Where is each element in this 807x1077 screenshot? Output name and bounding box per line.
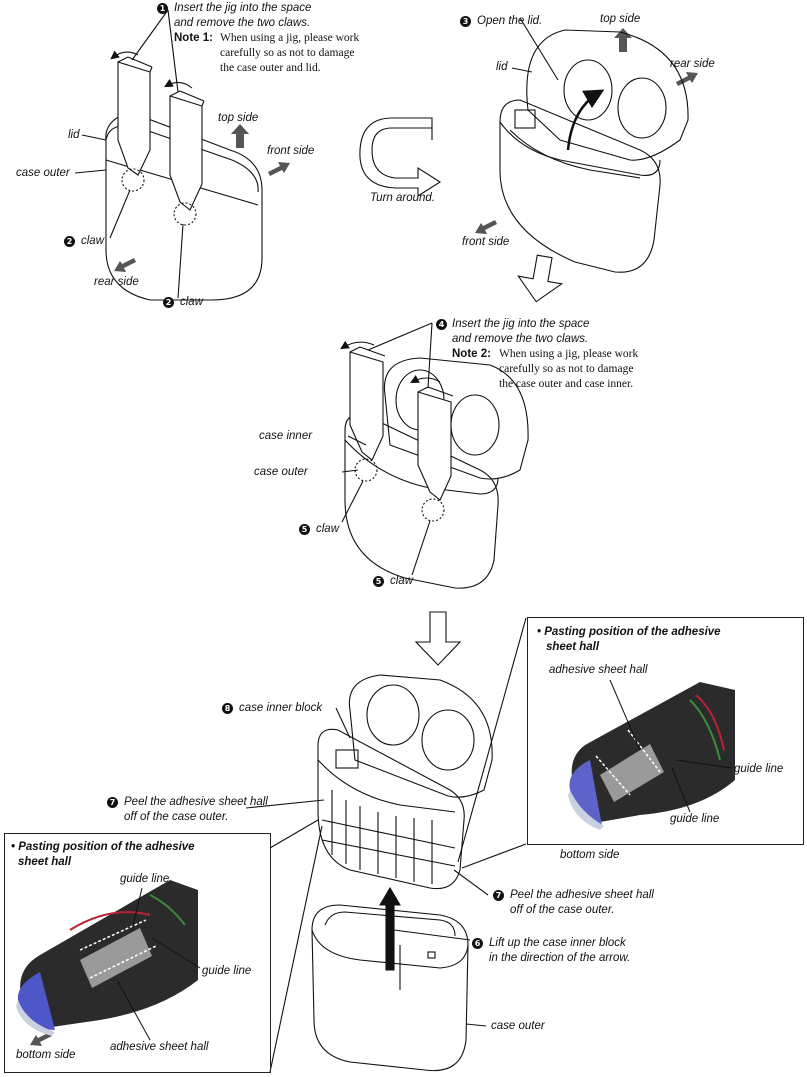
note-1-label: Note 1: — [174, 32, 213, 44]
label-lid-fig3: lid — [496, 61, 508, 73]
label-turn-around: Turn around. — [370, 192, 435, 204]
left-inset-guide-line-1: guide line — [120, 873, 170, 885]
down-arrow-1 — [517, 254, 564, 303]
right-inset-guide-line-1: guide line — [734, 763, 784, 775]
right-inset-box — [527, 617, 804, 845]
right-inset-bottom-side: bottom side — [560, 849, 620, 861]
label-rear-side-fig3: rear side — [670, 58, 715, 70]
right-inset-adhesive-label: adhesive sheet hall — [549, 664, 648, 676]
figure-case-outer — [311, 904, 487, 1072]
left-inset-battery-photo — [16, 880, 201, 1041]
step-1-badge: 1 — [157, 3, 168, 14]
right-inset-title-line1: • Pasting position of the adhesive — [537, 626, 721, 638]
step-5-badge-b: 5 — [373, 576, 384, 587]
step-7-right-line2: off of the case outer. — [510, 904, 615, 916]
label-top-side-fig1: top side — [218, 112, 259, 124]
label-case-inner-fig4: case inner — [259, 430, 313, 442]
step-7-left-line2: off of the case outer. — [124, 811, 229, 823]
label-rear-side-fig1: rear side — [94, 276, 139, 288]
step-1-text-line2: and remove the two claws. — [174, 17, 311, 29]
note-1-line3: the case outer and lid. — [220, 62, 321, 74]
label-front-side-fig3: front side — [462, 236, 510, 248]
step-3-text: Open the lid. — [477, 15, 543, 27]
note-1-line2: carefully so as not to damage — [220, 47, 355, 59]
turn-around-arrow — [359, 117, 442, 198]
label-claw-2b: claw — [180, 296, 204, 308]
step-6-line2: in the direction of the arrow. — [489, 952, 631, 964]
down-arrow-2 — [414, 611, 462, 666]
label-claw-5a: claw — [316, 523, 340, 535]
note-2-line3: the case outer and case inner. — [499, 378, 634, 390]
left-inset-box — [4, 833, 271, 1073]
note-2-line1: When using a jig, please work — [499, 348, 639, 360]
right-inset-battery-photo — [568, 679, 735, 830]
step-6-badge: 6 — [472, 938, 483, 949]
step-5-badge-a: 5 — [299, 524, 310, 535]
step-3-badge: 3 — [460, 16, 471, 27]
figure-case-inner-block — [245, 674, 493, 896]
step-4-text-line2: and remove the two claws. — [452, 333, 589, 345]
label-case-outer-fig1: case outer — [16, 167, 70, 179]
step-7-badge-left: 7 — [107, 797, 118, 808]
right-inset-title-line2: sheet hall — [546, 641, 600, 653]
figure-open-case — [499, 17, 689, 273]
step-4-text-line1: Insert the jig into the space — [452, 318, 590, 330]
note-2-label: Note 2: — [452, 348, 491, 360]
label-front-side-fig1: front side — [267, 145, 315, 157]
step-7-left-line1: Peel the adhesive sheet hall — [124, 796, 268, 808]
step-6-line1: Lift up the case inner block — [489, 937, 626, 949]
step-2-badge-a: 2 — [64, 236, 75, 247]
note-1-line1: When using a jig, please work — [220, 32, 360, 44]
left-inset-adhesive-label: adhesive sheet hall — [110, 1041, 209, 1053]
label-lid-fig1: lid — [68, 129, 80, 141]
label-top-side-fig3: top side — [600, 13, 641, 25]
step-7-right-line1: Peel the adhesive sheet hall — [510, 889, 654, 901]
step-7-badge-right: 7 — [493, 890, 504, 901]
left-inset-guide-line-2: guide line — [202, 965, 252, 977]
label-case-outer-fig4: case outer — [254, 466, 308, 478]
step-8-badge: 8 — [222, 703, 233, 714]
note-2-line2: carefully so as not to damage — [499, 363, 634, 375]
label-claw-2a: claw — [81, 235, 105, 247]
step-2-badge-b: 2 — [163, 297, 174, 308]
left-inset-bottom-side: bottom side — [16, 1049, 76, 1061]
left-inset-title-line1: • Pasting position of the adhesive — [11, 841, 195, 853]
step-1-text-line1: Insert the jig into the space — [174, 2, 312, 14]
right-inset-guide-line-2: guide line — [670, 813, 720, 825]
label-claw-5b: claw — [390, 575, 414, 587]
step-4-badge: 4 — [436, 319, 447, 330]
step-8-text: case inner block — [239, 702, 323, 714]
label-case-outer-fig6: case outer — [491, 1020, 545, 1032]
lift-arrow — [379, 886, 401, 971]
figure-open-case-with-jigs — [340, 322, 529, 589]
left-inset-title-line2: sheet hall — [18, 856, 72, 868]
figure-closed-case-with-jigs — [74, 9, 263, 301]
